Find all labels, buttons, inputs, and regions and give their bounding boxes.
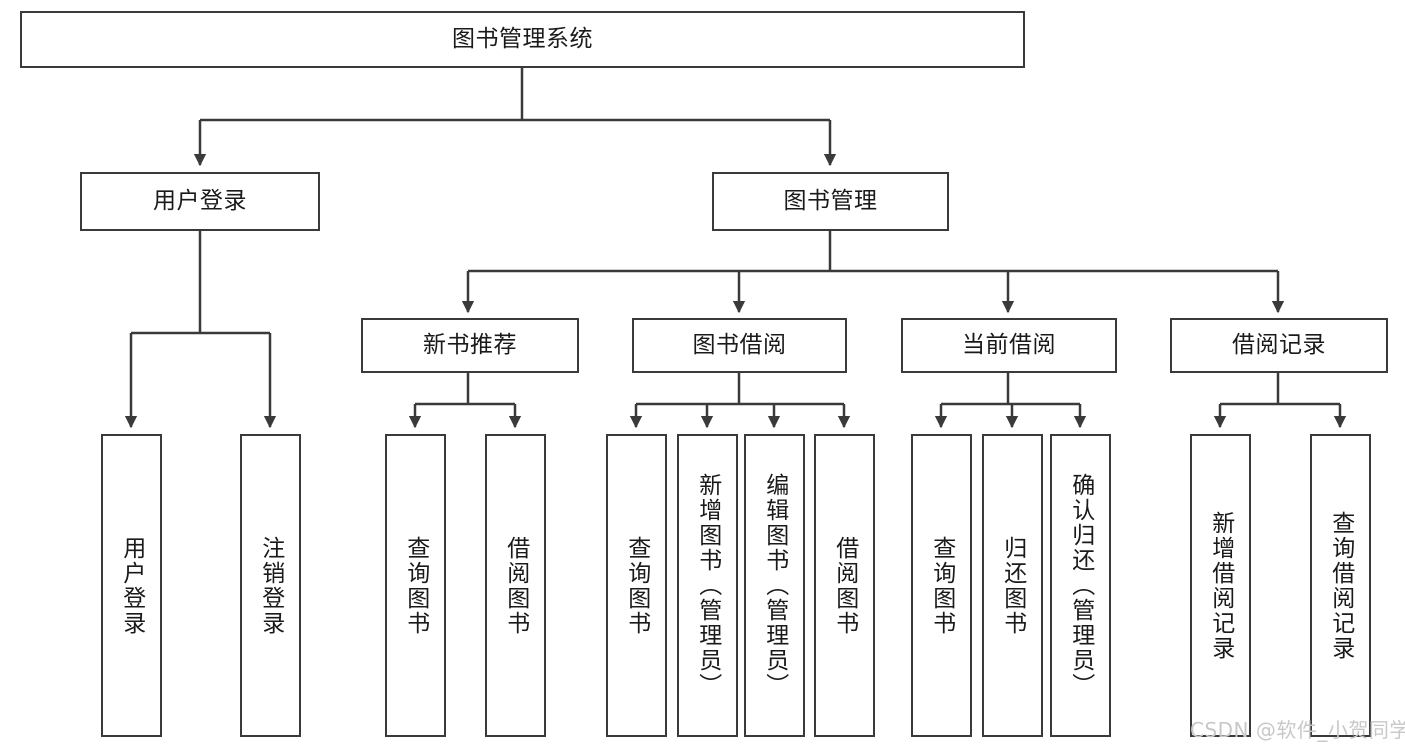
leaf-borrow-add-book-label: 新增图书（管理员） [694,473,721,698]
leaf-new-books-borrow-label: 借阅图书 [502,535,529,636]
leaf-records-query[interactable]: 查询借阅记录 [1310,434,1371,737]
leaf-records-query-label: 查询借阅记录 [1327,510,1354,661]
leaf-user-login-label: 用户登录 [118,535,145,636]
leaf-current-confirm-return[interactable]: 确认归还（管理员） [1050,434,1111,737]
node-book-borrow-label: 图书借阅 [692,332,787,359]
leaf-records-add-label: 新增借阅记录 [1207,510,1234,661]
leaf-user-logout[interactable]: 注销登录 [240,434,301,737]
node-root[interactable]: 图书管理系统 [20,11,1025,68]
node-book-borrow[interactable]: 图书借阅 [632,318,847,373]
leaf-current-query[interactable]: 查询图书 [911,434,972,737]
leaf-user-login[interactable]: 用户登录 [101,434,162,737]
leaf-records-add[interactable]: 新增借阅记录 [1190,434,1251,737]
leaf-borrow-book-label: 借阅图书 [831,535,858,636]
leaf-borrow-query-label: 查询图书 [623,535,650,636]
node-borrow-records[interactable]: 借阅记录 [1170,318,1388,373]
leaf-borrow-add-book[interactable]: 新增图书（管理员） [677,434,738,737]
node-user-login-label: 用户登录 [153,188,247,215]
leaf-current-confirm-return-label: 确认归还（管理员） [1067,473,1094,698]
leaf-borrow-query[interactable]: 查询图书 [606,434,667,737]
node-new-book-recommend[interactable]: 新书推荐 [361,318,579,373]
leaf-borrow-book[interactable]: 借阅图书 [814,434,875,737]
leaf-user-logout-label: 注销登录 [257,535,284,636]
node-current-borrow-label: 当前借阅 [962,332,1056,359]
node-book-management-label: 图书管理 [783,188,878,215]
leaf-new-books-query[interactable]: 查询图书 [385,434,446,737]
leaf-current-query-label: 查询图书 [928,535,955,636]
leaf-current-return-label: 归还图书 [999,535,1026,636]
leaf-new-books-borrow[interactable]: 借阅图书 [485,434,546,737]
node-borrow-records-label: 借阅记录 [1232,332,1326,359]
leaf-new-books-query-label: 查询图书 [402,535,429,636]
leaf-borrow-edit-book[interactable]: 编辑图书（管理员） [744,434,805,737]
node-root-label: 图书管理系统 [452,26,593,53]
leaf-current-return[interactable]: 归还图书 [982,434,1043,737]
node-user-login[interactable]: 用户登录 [80,172,320,231]
node-current-borrow[interactable]: 当前借阅 [901,318,1117,373]
leaf-borrow-edit-book-label: 编辑图书（管理员） [761,473,788,698]
node-book-management[interactable]: 图书管理 [712,172,949,231]
node-new-book-recommend-label: 新书推荐 [423,332,517,359]
csdn-watermark: CSDN @软件_小贺同学 [1190,718,1405,742]
